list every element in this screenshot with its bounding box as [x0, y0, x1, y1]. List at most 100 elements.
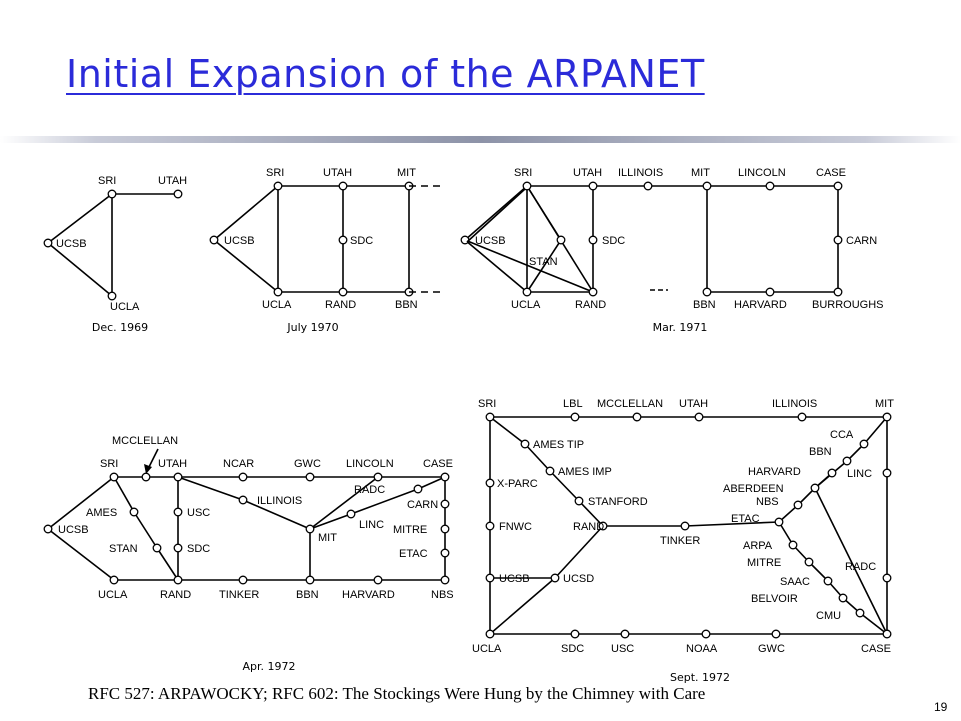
node-label-radc: RADC [845, 561, 876, 573]
node-illinois [238, 495, 248, 505]
link-stanford-rand [578, 500, 604, 527]
panel-date-mar-1971: Mar. 1971 [653, 321, 708, 334]
node-label-rand: RAND [325, 299, 356, 311]
node-sri [273, 181, 283, 191]
node-label-linc: LINC [847, 468, 872, 480]
node-label-etac: ETAC [399, 548, 428, 560]
node-sri [485, 412, 495, 422]
link-utah-illinois [177, 476, 244, 501]
node-illinois [797, 412, 807, 422]
node-label-nbs: NBS [756, 496, 779, 508]
node-label-bbn: BBN [693, 299, 716, 311]
node-label-belvoir: BELVOIR [751, 593, 798, 605]
node-bbn [842, 456, 852, 466]
node-label-saac: SAAC [780, 576, 810, 588]
node-label-stan: STAN [109, 543, 138, 555]
node-burroughs [833, 287, 843, 297]
node-ncar [238, 472, 248, 482]
link-sri-ames [113, 476, 135, 513]
node-linc [346, 509, 356, 519]
node-gwc [771, 629, 781, 639]
panel-date-apr-1972: Apr. 1972 [242, 660, 295, 673]
node-label-arpa: ARPA [743, 540, 773, 552]
node-ucla [485, 629, 495, 639]
link-ames-stan [133, 511, 158, 549]
node-sdc [588, 235, 598, 245]
link-ucsb-ucla [47, 242, 113, 297]
link-amesimp-stanford [549, 470, 580, 502]
node-label-case: CASE [816, 167, 846, 179]
node-label-sdc: SDC [187, 543, 210, 555]
node-label-sdc: SDC [350, 235, 373, 247]
node-label-ucla: UCLA [110, 301, 140, 313]
link-illinois-mit [242, 499, 311, 530]
node-label-sdc: SDC [561, 643, 584, 655]
node-label-usc: USC [611, 643, 634, 655]
link-radc-case [417, 476, 446, 490]
node-etac [440, 548, 450, 558]
node-utah [173, 189, 183, 199]
node-harvard [373, 575, 383, 585]
link-sri-amestip [489, 416, 526, 445]
node-label-carn: CARN [846, 235, 877, 247]
node-label-ucla: UCLA [98, 589, 128, 601]
node-carn [833, 235, 843, 245]
node-label-illinois: ILLINOIS [257, 495, 302, 507]
node-rand [588, 287, 598, 297]
node-label-lincoln: LINCOLN [738, 167, 786, 179]
node-harvard [827, 468, 837, 478]
node-label-cmu: CMU [816, 610, 841, 622]
node-cmu [855, 608, 865, 618]
node-label-ucsd: UCSD [563, 573, 594, 585]
node-sri [522, 181, 532, 191]
node-fnwc [485, 521, 495, 531]
panel-date-july-1970: July 1970 [286, 321, 338, 334]
node-label-harvard: HARVARD [342, 589, 395, 601]
node-nbs [793, 500, 803, 510]
node-label-gwc: GWC [294, 458, 321, 470]
node-gwc [305, 472, 315, 482]
node-label-xparc: X-PARC [497, 478, 538, 490]
link-sri-ucsb [464, 185, 528, 241]
node-label-harvard: HARVARD [734, 299, 787, 311]
node-label-stan: STAN [529, 256, 558, 268]
node-label-amestip: AMES TIP [533, 439, 584, 451]
node-case [882, 629, 892, 639]
node-stan [152, 543, 162, 553]
node-harvard [765, 287, 775, 297]
node-label-burroughs: BURROUGHS [812, 299, 884, 311]
slide-title: Initial Expansion of the ARPANET [66, 52, 705, 96]
link-tinker-etac [684, 521, 780, 527]
node-label-sri: SRI [98, 175, 116, 187]
node-label-ucsb: UCSB [475, 235, 506, 247]
node-label-mit: MIT [397, 167, 416, 179]
node-noaa [701, 629, 711, 639]
node-mcclellan [141, 472, 151, 482]
node-label-carn: CARN [407, 499, 438, 511]
link-ucsd-ucla [489, 577, 556, 635]
node-label-linc: LINC [359, 519, 384, 531]
link-aberdeen-case [814, 487, 888, 635]
node-label-utah: UTAH [158, 175, 187, 187]
node-stan [556, 235, 566, 245]
node-utah [694, 412, 704, 422]
panel-date-dec-1969: Dec. 1969 [92, 321, 148, 334]
link-cmu-case [859, 612, 888, 635]
link-sri-ucsb [47, 476, 115, 530]
node-lbl [570, 412, 580, 422]
node-xparc [485, 478, 495, 488]
link-stan-rand [156, 547, 179, 581]
node-sri [109, 472, 119, 482]
node-sdc [570, 629, 580, 639]
node-label-harvard: HARVARD [748, 466, 801, 478]
node-stanford [574, 496, 584, 506]
node-lincoln [765, 181, 775, 191]
node-label-ucsb: UCSB [499, 573, 530, 585]
node-sdc [173, 543, 183, 553]
link-ucsb-ucla [464, 239, 528, 293]
link-mitre-saac [808, 561, 829, 582]
node-label-etac: ETAC [731, 513, 760, 525]
node-sri [107, 189, 117, 199]
node-label-cca: CCA [830, 429, 854, 441]
